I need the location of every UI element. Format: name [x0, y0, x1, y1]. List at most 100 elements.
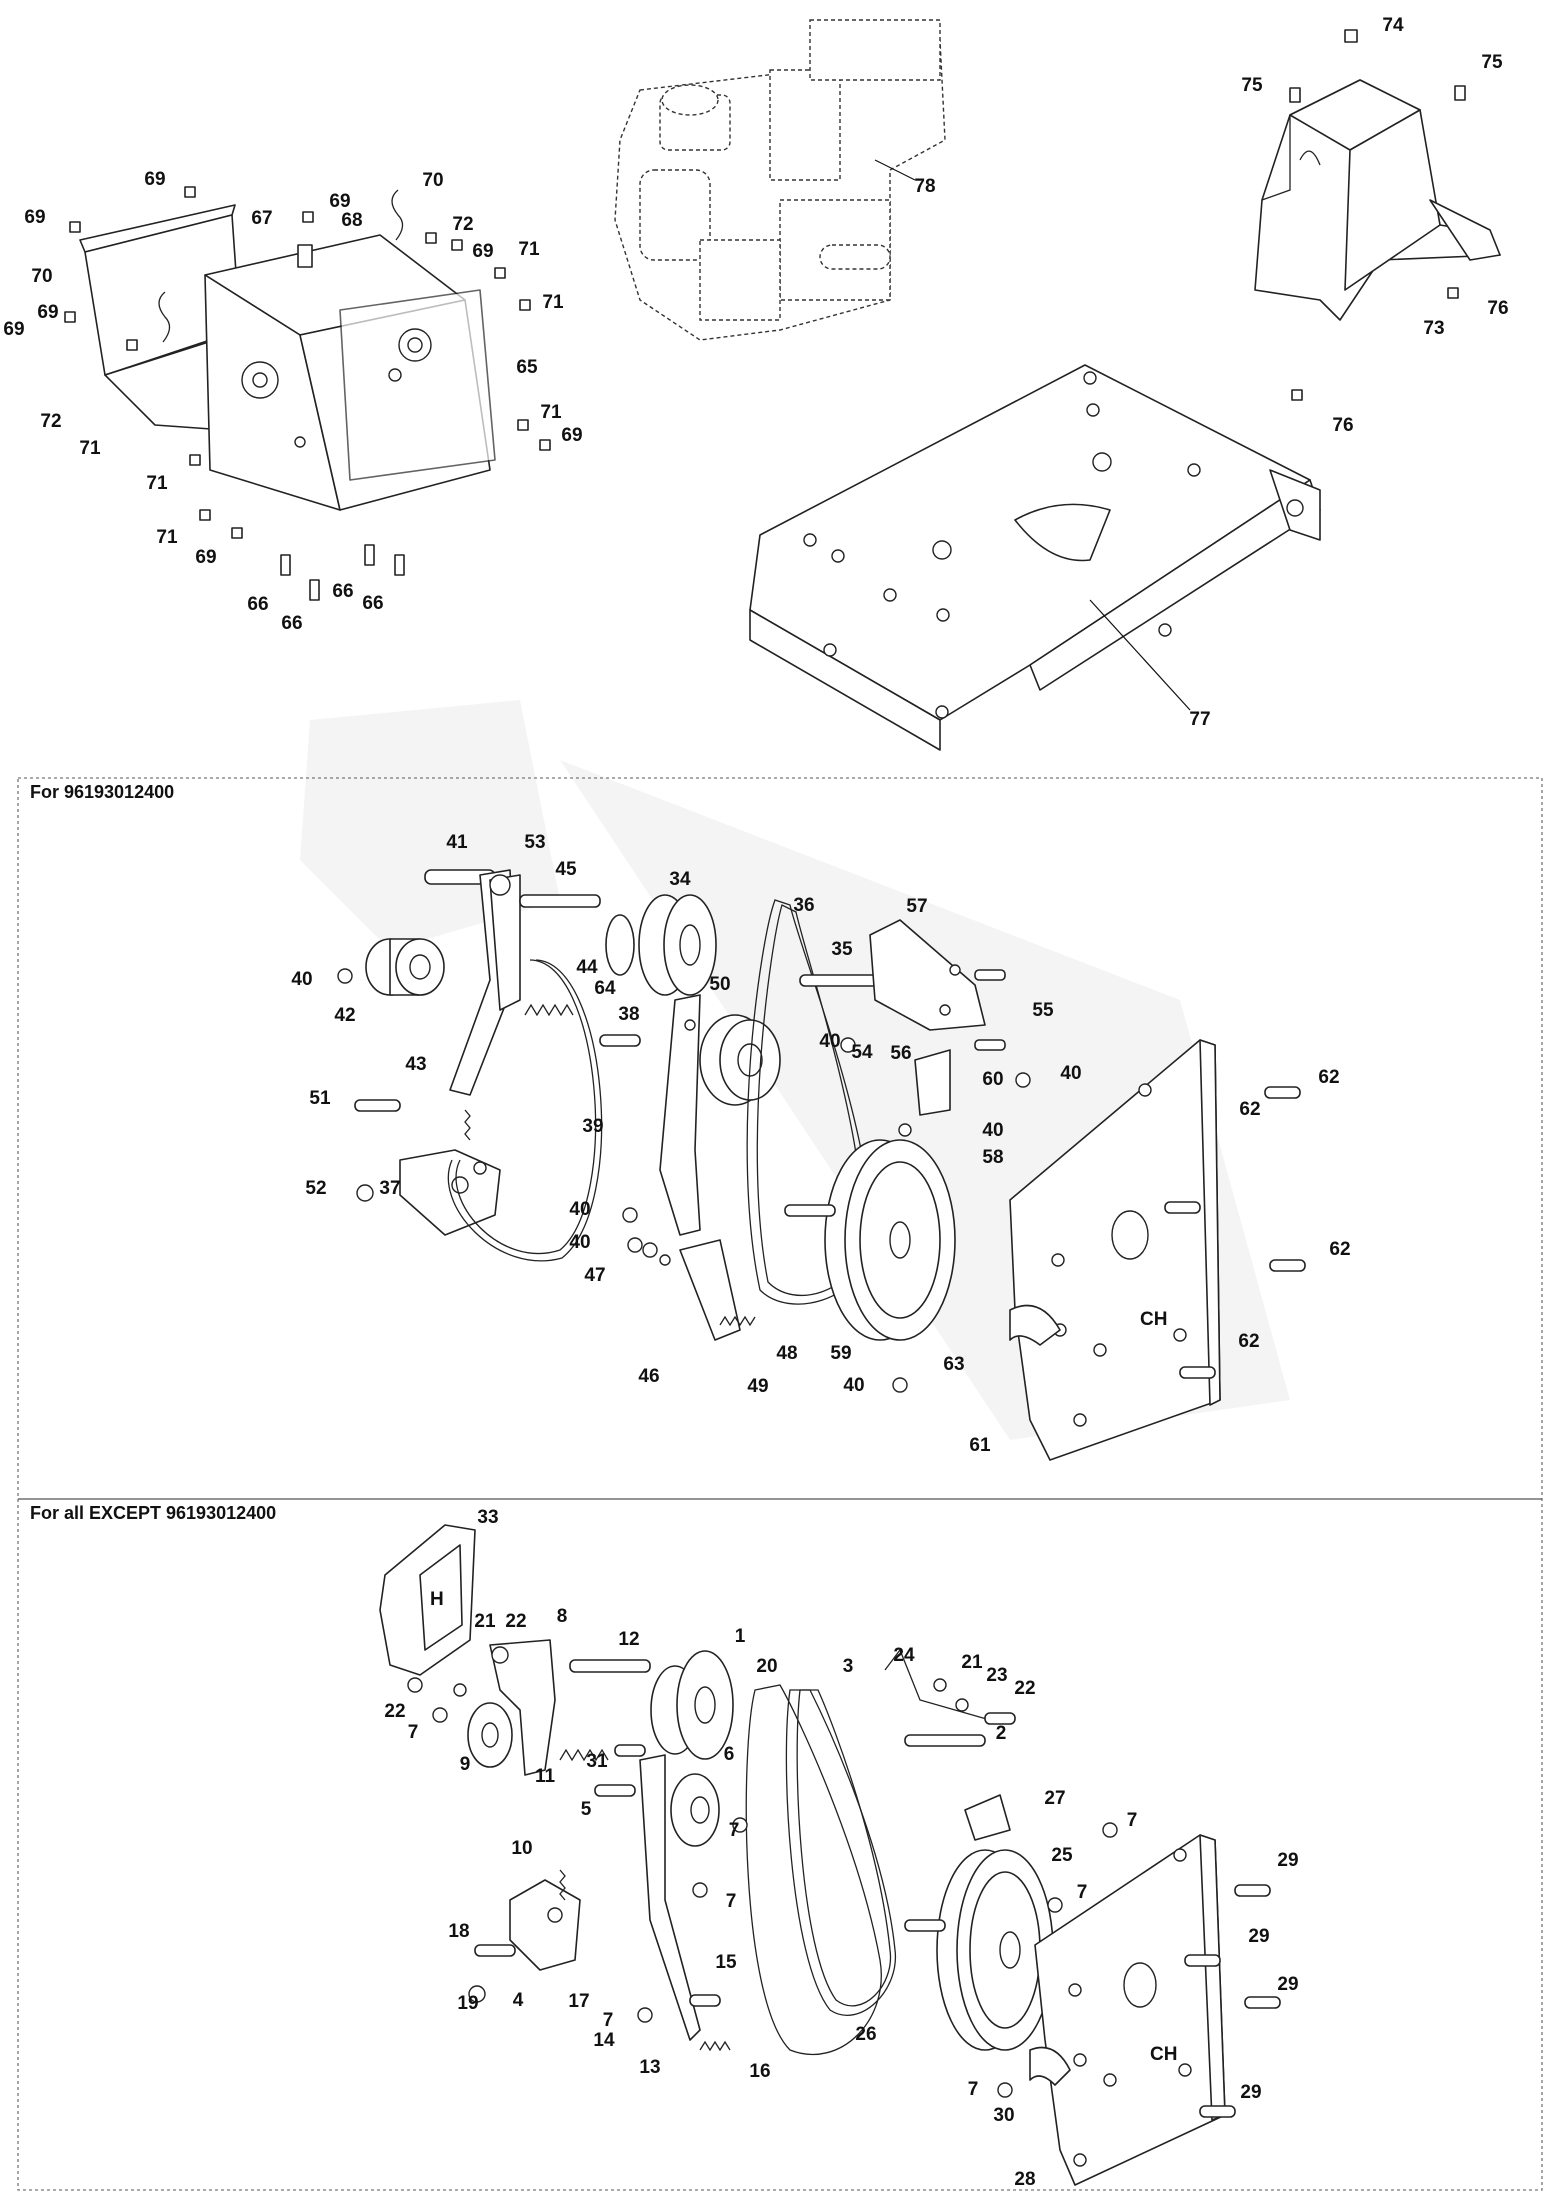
callout-16: 16: [749, 2061, 770, 2082]
callout-15: 15: [715, 1952, 737, 1973]
belt-cover: [1254, 29, 1501, 401]
callout-64: 64: [594, 978, 616, 999]
callout-29: 29: [1240, 2082, 1261, 2103]
callout-62: 62: [1329, 1239, 1350, 1260]
callout-69: 69: [24, 207, 45, 228]
callout-18: 18: [448, 1921, 469, 1942]
callout-22: 22: [384, 1701, 405, 1722]
callout-35: 35: [831, 939, 853, 960]
callout-71: 71: [540, 402, 562, 423]
callout-40: 40: [819, 1031, 840, 1052]
callout-39: 39: [582, 1116, 603, 1137]
callout-69: 69: [329, 191, 350, 212]
callout-36: 36: [793, 895, 814, 916]
callout-74: 74: [1382, 15, 1404, 36]
callout-44: 44: [576, 957, 598, 978]
callout-7: 7: [1127, 1810, 1138, 1831]
svg-text:CH: CH: [1150, 2044, 1177, 2065]
svg-text:H: H: [430, 1589, 444, 1610]
callout-59: 59: [830, 1343, 851, 1364]
callout-62: 62: [1238, 1331, 1259, 1352]
callout-58: 58: [982, 1147, 1003, 1168]
callout-31: 31: [586, 1751, 608, 1772]
callout-17: 17: [568, 1991, 589, 2012]
lower-panel-title: For all EXCEPT 96193012400: [30, 1503, 276, 1523]
callout-66: 66: [281, 613, 302, 634]
callout-71: 71: [518, 239, 540, 260]
callout-1: 1: [735, 1626, 746, 1647]
callout-42: 42: [334, 1005, 355, 1026]
panel-frame: [17, 777, 1543, 2191]
callout-6: 6: [724, 1744, 735, 1765]
callout-22: 22: [505, 1611, 526, 1632]
callout-7: 7: [726, 1891, 737, 1912]
callout-4: 4: [513, 1990, 524, 2011]
callout-71: 71: [156, 527, 178, 548]
base-plate: [749, 364, 1321, 751]
callout-29: 29: [1277, 1974, 1298, 1995]
callout-30: 30: [993, 2105, 1014, 2126]
callout-71: 71: [146, 473, 168, 494]
callout-56: 56: [890, 1043, 911, 1064]
callout-57: 57: [906, 896, 927, 917]
callout-13: 13: [639, 2057, 660, 2078]
callout-48: 48: [776, 1343, 797, 1364]
callout-61: 61: [969, 1435, 991, 1456]
callout-50: 50: [709, 974, 730, 995]
callout-47: 47: [584, 1265, 605, 1286]
callout-37: 37: [379, 1178, 400, 1199]
callout-72: 72: [40, 411, 61, 432]
callout-66: 66: [362, 593, 383, 614]
callout-63: 63: [943, 1354, 964, 1375]
callout-20: 20: [756, 1656, 777, 1677]
callout-69: 69: [3, 319, 24, 340]
callout-19: 19: [457, 1993, 478, 2014]
svg-text:CH: CH: [1140, 1309, 1167, 1330]
callout-26: 26: [855, 2024, 876, 2045]
callout-43: 43: [405, 1054, 426, 1075]
callout-10: 10: [511, 1838, 532, 1859]
small-hardware: [64, 186, 551, 601]
callout-25: 25: [1051, 1845, 1073, 1866]
callout-40: 40: [982, 1120, 1003, 1141]
callout-70: 70: [422, 170, 443, 191]
callout-5: 5: [581, 1799, 592, 1820]
callout-38: 38: [618, 1004, 639, 1025]
callout-69: 69: [472, 241, 493, 262]
engine-outline: [614, 19, 946, 341]
callout-7: 7: [1077, 1882, 1088, 1903]
callout-51: 51: [309, 1088, 331, 1109]
callout-3: 3: [843, 1656, 854, 1677]
callout-60: 60: [982, 1069, 1003, 1090]
callout-70: 70: [31, 266, 52, 287]
callout-28: 28: [1014, 2169, 1035, 2190]
callout-8: 8: [557, 1606, 568, 1627]
callout-21: 21: [474, 1611, 496, 1632]
callout-72: 72: [452, 214, 473, 235]
upper-drive-assembly: CH: [337, 869, 1306, 1461]
callout-62: 62: [1239, 1099, 1260, 1120]
callout-76: 76: [1332, 415, 1353, 436]
callout-23: 23: [986, 1665, 1007, 1686]
callout-41: 41: [446, 832, 468, 853]
callout-66: 66: [332, 581, 353, 602]
callout-22: 22: [1014, 1678, 1035, 1699]
callout-27: 27: [1044, 1788, 1065, 1809]
callout-45: 45: [555, 859, 577, 880]
callout-7: 7: [603, 2010, 614, 2031]
upper-panel-title: For 96193012400: [30, 782, 174, 802]
frame-bracket-assembly: [79, 189, 496, 511]
callout-7: 7: [408, 1722, 419, 1743]
callout-54: 54: [851, 1042, 873, 1063]
callout-40: 40: [843, 1375, 864, 1396]
callout-7: 7: [729, 1820, 740, 1841]
callout-53: 53: [524, 832, 545, 853]
callout-33: 33: [477, 1507, 498, 1528]
callout-77: 77: [1189, 709, 1210, 730]
callout-75: 75: [1481, 52, 1503, 73]
callout-29: 29: [1248, 1926, 1269, 1947]
callout-46: 46: [638, 1366, 659, 1387]
callout-12: 12: [618, 1629, 639, 1650]
